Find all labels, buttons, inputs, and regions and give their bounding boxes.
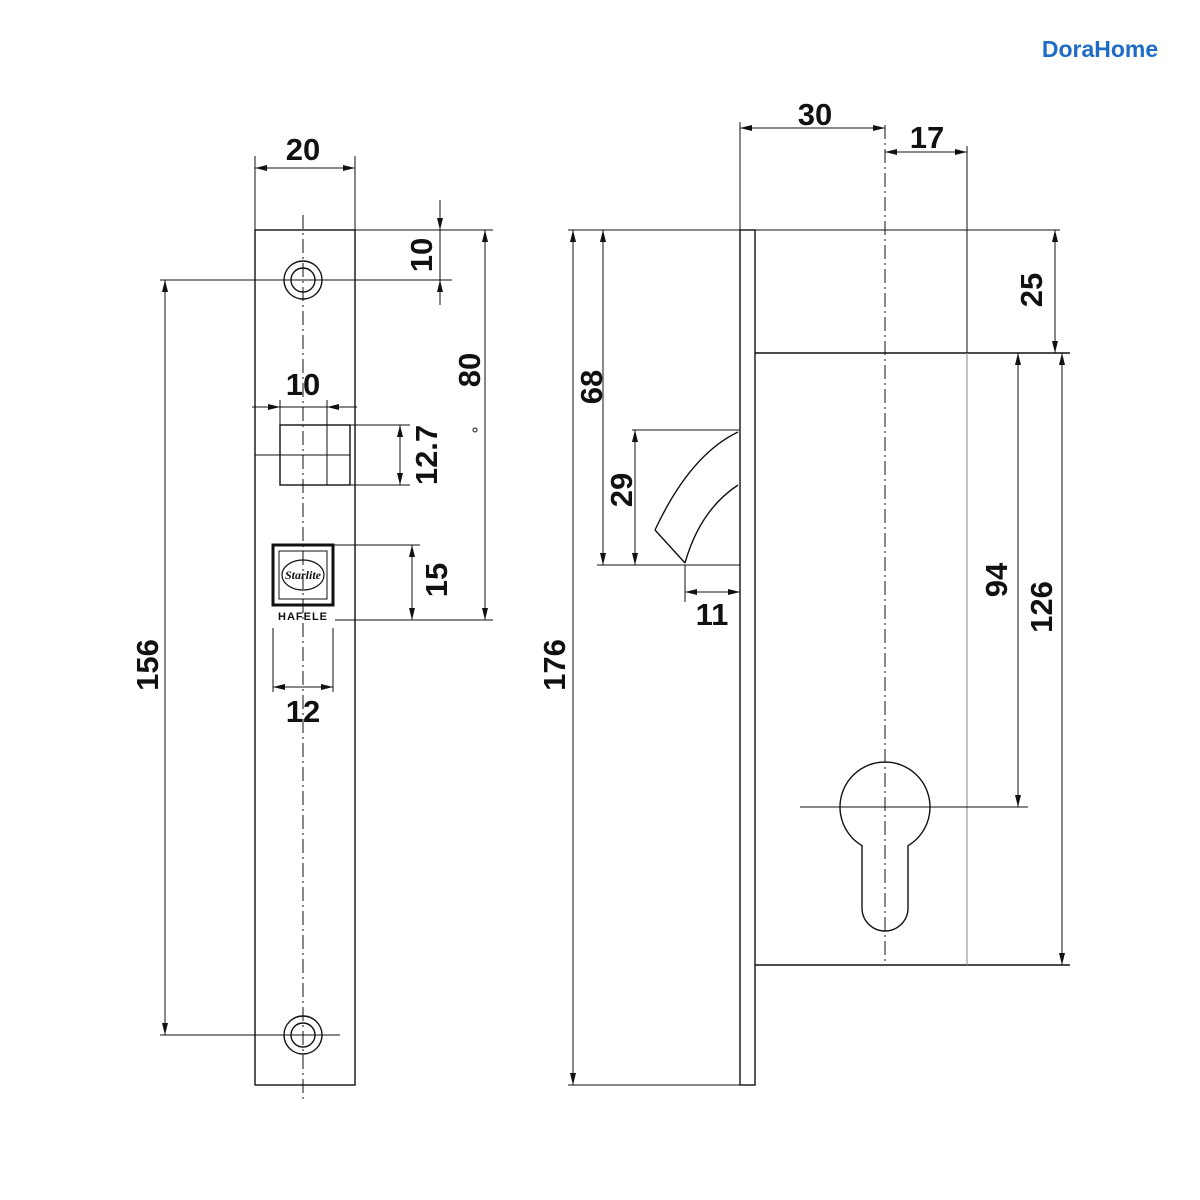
dimension-top-screw-offset: 10 bbox=[404, 238, 439, 272]
dimension-latch-center: 80 bbox=[452, 353, 487, 387]
side-view: 30 17 25 94 126 176 68 29 bbox=[537, 97, 1070, 1086]
dimension-latch-opening: 12.7 bbox=[409, 425, 444, 485]
latch-bolt bbox=[632, 429, 740, 564]
dimension-cylinder-offset: 17 bbox=[910, 120, 944, 155]
maker-stamp: Starlite HAFELE bbox=[271, 543, 335, 623]
dimension-latch-position: 68 bbox=[574, 370, 609, 404]
dimension-body-height: 126 bbox=[1024, 581, 1059, 633]
dimension-backset: 30 bbox=[798, 97, 832, 132]
dimension-stamp-width: 12 bbox=[286, 694, 320, 729]
faceplate-outline bbox=[254, 229, 356, 1086]
dimension-total-height: 176 bbox=[537, 639, 572, 691]
dimension-body-top: 25 bbox=[1014, 273, 1049, 307]
reference-dot bbox=[472, 427, 478, 433]
dimension-screw-spacing: 156 bbox=[130, 639, 165, 691]
stamp-logo-icon bbox=[281, 559, 325, 591]
dimension-latch-throw: 11 bbox=[696, 597, 729, 632]
stamp-logo-text: Starlite bbox=[285, 568, 322, 582]
stamp-maker-text: HAFELE bbox=[278, 611, 328, 623]
dimension-cylinder-center: 94 bbox=[979, 562, 1014, 597]
dimension-stamp-height: 15 bbox=[419, 563, 454, 597]
cylinder-hole bbox=[839, 761, 931, 932]
faceplate-view: 20 10 80 156 10 bbox=[130, 132, 493, 1100]
dimension-latch-height: 29 bbox=[604, 473, 639, 507]
top-screw-hole bbox=[283, 260, 323, 300]
dimension-plate-width: 20 bbox=[286, 132, 320, 167]
faceplate-edge bbox=[739, 229, 756, 1086]
brand-logo: DoraHome bbox=[1042, 36, 1158, 62]
bottom-screw-hole bbox=[283, 1015, 323, 1055]
dimension-latch-width: 10 bbox=[286, 367, 320, 402]
